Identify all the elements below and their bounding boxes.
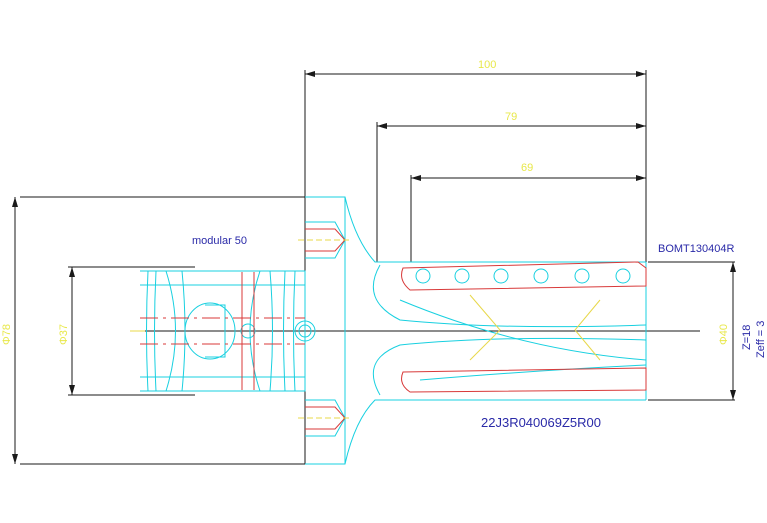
adapter-hole-right-inner <box>298 324 312 338</box>
adapter-slot <box>205 304 226 358</box>
adapter-hole-right <box>294 320 316 342</box>
red-features <box>140 228 647 430</box>
arrow-37-top <box>69 267 75 277</box>
dim-text-40: Φ40 <box>718 324 730 345</box>
arrow-40-bottom <box>730 390 736 400</box>
insert-hole-4 <box>533 268 549 284</box>
label-z-count: Z=18 <box>741 325 753 350</box>
dim-text-79: 79 <box>505 111 517 123</box>
label-insert: BOMT130404R <box>658 243 734 255</box>
arrow-79-right <box>636 123 646 129</box>
arrow-100-left <box>305 71 315 77</box>
adapter-bore <box>184 302 236 360</box>
adapter-hole-left <box>240 323 256 339</box>
dimension-lines <box>12 71 736 464</box>
tool-head <box>305 196 647 465</box>
insert-hole-5 <box>574 268 590 284</box>
insert-hole-2 <box>454 268 470 284</box>
head-bottom-profile <box>305 399 646 465</box>
flute-lower <box>372 337 647 396</box>
label-modular: modular 50 <box>192 235 247 247</box>
adapter-curve-2 <box>154 270 157 392</box>
arrow-79-left <box>377 123 387 129</box>
insert-row-top <box>401 261 647 291</box>
flute-spiral-1 <box>399 299 647 361</box>
flute-spiral-2 <box>419 364 647 381</box>
adapter-curve-6 <box>269 270 273 392</box>
dim-text-100: 100 <box>478 59 496 71</box>
adapter-curve-1 <box>146 270 149 392</box>
label-z-eff: Zeff = 3 <box>755 321 767 358</box>
modular-adapter <box>140 270 316 392</box>
arrow-40-top <box>730 262 736 272</box>
adapter-curve-8 <box>293 270 296 392</box>
head-top-profile <box>305 196 646 263</box>
insert-row-bottom <box>401 367 647 393</box>
insert-holes <box>415 268 631 284</box>
tool-outline <box>14 70 735 465</box>
flute-upper <box>372 264 647 328</box>
arrow-100-right <box>636 71 646 77</box>
adapter-curve-5 <box>249 270 261 392</box>
yellow-marks <box>130 239 601 419</box>
dim-text-69: 69 <box>521 162 533 174</box>
insert-hole-1 <box>415 268 431 284</box>
adapter-curve-3 <box>165 270 176 392</box>
label-tool-code: 22J3R040069Z5R00 <box>481 415 601 430</box>
arrow-78-top <box>12 197 18 207</box>
insert-hole-6 <box>615 268 631 284</box>
arrow-69-right <box>636 175 646 181</box>
arrow-37-bottom <box>69 385 75 395</box>
arrow-78-bottom <box>12 454 18 464</box>
arrow-69-left <box>411 175 421 181</box>
yellow-chevron-1 <box>469 294 501 361</box>
dim-text-37: Φ37 <box>58 324 70 345</box>
dim-text-78: Φ78 <box>1 324 13 345</box>
adapter-body <box>140 270 306 392</box>
yellow-chevron-2 <box>574 299 601 361</box>
insert-hole-3 <box>493 268 509 284</box>
adapter-curve-7 <box>283 270 286 392</box>
